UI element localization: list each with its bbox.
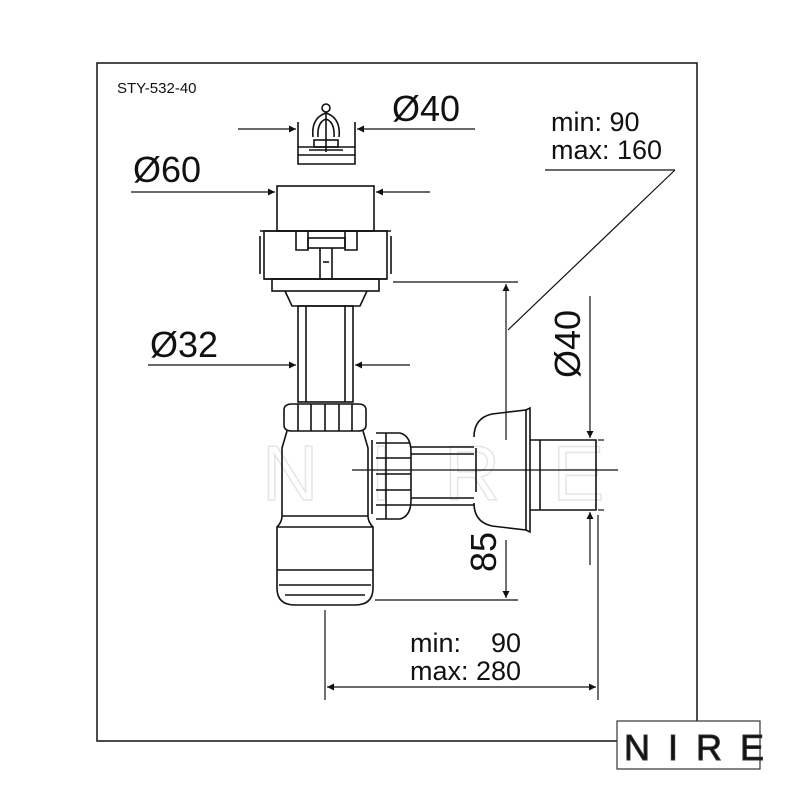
horizontal-reach-min: min: 90	[410, 628, 521, 658]
bottle-trap-body	[276, 403, 374, 606]
wall-adjust-min: min: 90	[551, 107, 640, 137]
wall-adjust-max: max: 160	[551, 135, 662, 165]
outlet-diameter-dimension: Ø40	[547, 296, 604, 565]
watermark: NIRE	[261, 428, 656, 517]
drawing-frame	[96, 62, 698, 742]
tailpiece-pipe	[297, 305, 354, 403]
strainer-diameter-label: Ø40	[392, 88, 460, 129]
sink-flange-part	[259, 185, 392, 307]
outlet-nut	[371, 432, 412, 520]
horizontal-reach-max: max: 280	[410, 656, 521, 686]
tailpiece-diameter-label: Ø32	[150, 324, 218, 365]
model-code: STY-532-40	[117, 80, 197, 97]
flange-diameter-dimension: Ø60	[131, 149, 430, 196]
wall-adjust-dimension: min: 90 max: 160	[507, 107, 676, 331]
brand-logo-text: NIRE	[624, 727, 782, 768]
horizontal-reach-dimension: min: 90 max: 280	[324, 515, 599, 700]
outlet-height-label: 85	[463, 532, 504, 572]
outlet-height-dimension: 85	[375, 281, 518, 601]
watermark-text: NIRE	[262, 429, 656, 517]
flange-diameter-label: Ø60	[133, 149, 201, 190]
outlet-diameter-label: Ø40	[547, 310, 588, 378]
strainer-diameter-dimension: Ø40	[238, 88, 475, 133]
brand-logo: NIRE	[616, 720, 782, 770]
strainer-part	[297, 103, 356, 165]
tailpiece-diameter-dimension: Ø32	[148, 324, 410, 369]
